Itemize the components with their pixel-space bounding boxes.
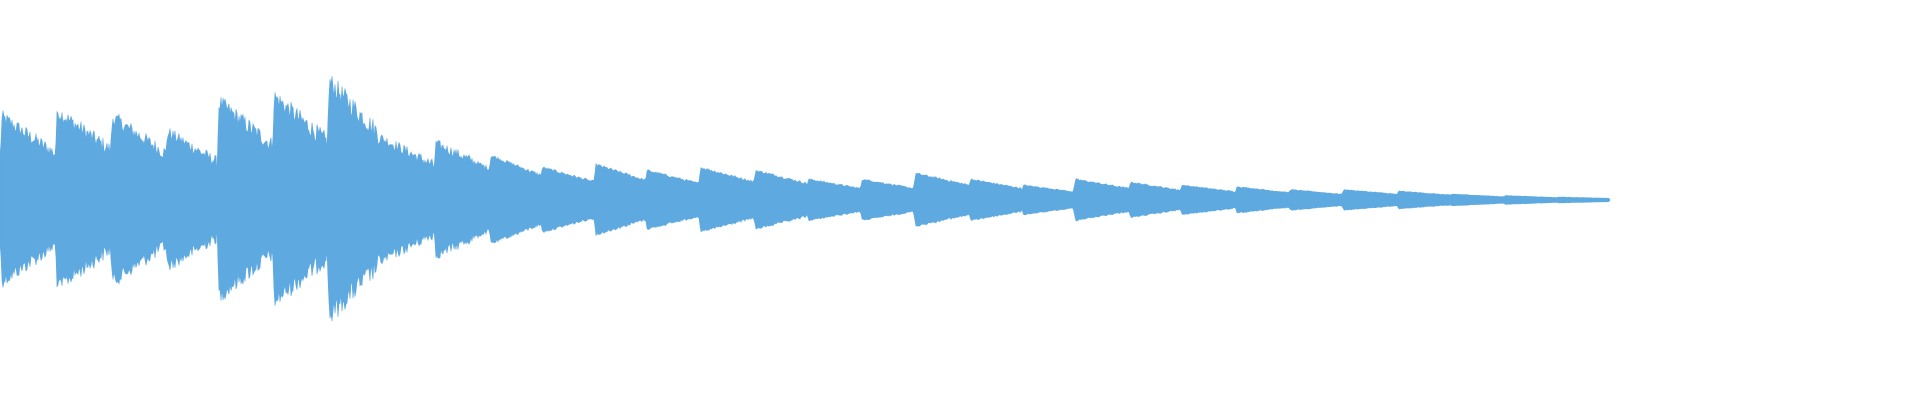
waveform-amplitude-bars xyxy=(0,76,1611,322)
waveform-shape xyxy=(0,76,1611,322)
